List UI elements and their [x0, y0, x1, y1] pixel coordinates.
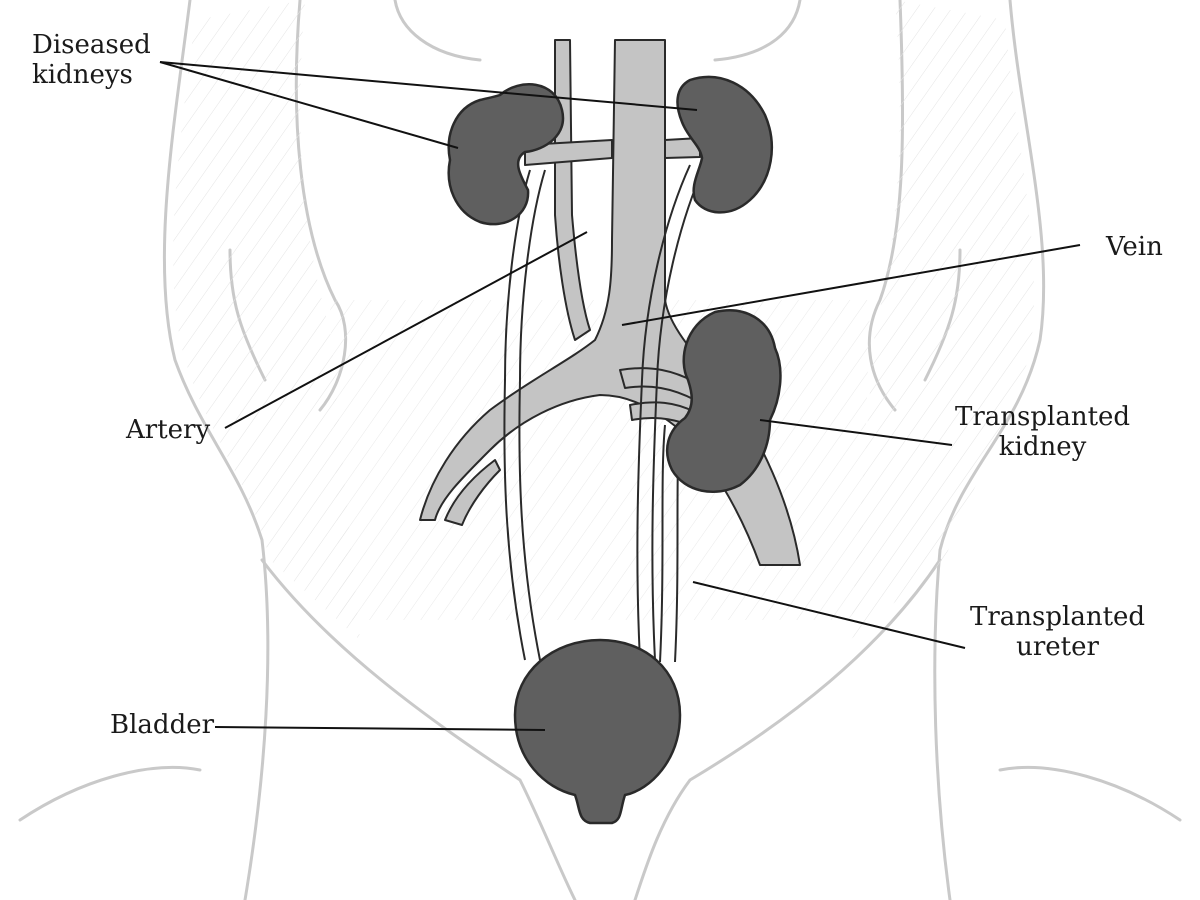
- leader-diseased-kidney-left: [159, 61, 459, 149]
- transplanted-kidney-shape: [665, 309, 782, 493]
- leader-transplanted-ureter: [692, 581, 966, 649]
- label-bladder: Bladder: [110, 710, 215, 740]
- label-artery: Artery: [126, 415, 211, 445]
- ureters: [503, 164, 706, 663]
- leader-transplanted-kidney: [759, 419, 953, 446]
- native-ureter-left: [503, 169, 531, 661]
- iliac-branch: [444, 459, 501, 526]
- diseased-kidney-right: [676, 75, 773, 214]
- native-ureter-right: [636, 164, 691, 661]
- diseased-kidneys: [447, 75, 773, 226]
- label-transplanted-kidney: Transplanted kidney: [955, 402, 1131, 462]
- transplanted-ureter-path: [659, 424, 666, 663]
- label-diseased-kidneys: Diseased kidneys: [32, 30, 151, 90]
- leader-artery: [224, 231, 588, 429]
- renal-vein-left: [524, 139, 613, 166]
- bladder-shape: [513, 638, 682, 825]
- label-vein: Vein: [1106, 232, 1163, 262]
- leader-lines: [159, 61, 1081, 731]
- renal-vein-right: [664, 137, 701, 159]
- leader-bladder: [214, 726, 546, 731]
- label-transplanted-ureter: Transplanted ureter: [970, 602, 1146, 662]
- artery: [554, 39, 591, 341]
- diseased-kidney-left: [447, 83, 565, 226]
- leader-diseased-kidney-right: [159, 61, 698, 111]
- leader-vein: [621, 244, 1081, 326]
